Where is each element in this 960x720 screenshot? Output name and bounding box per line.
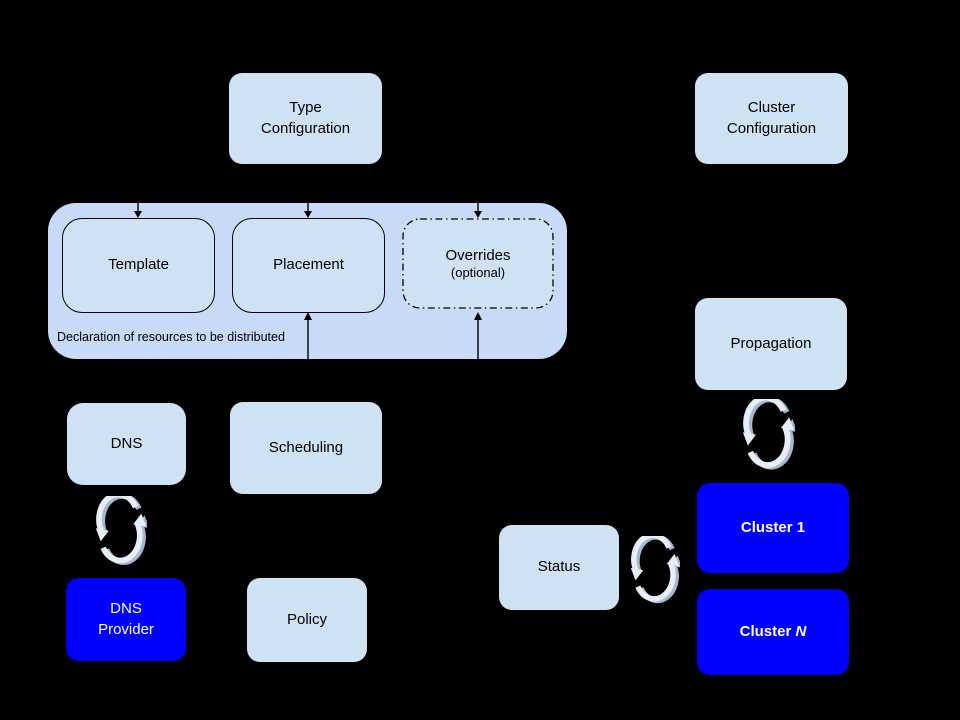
dash-dot-border xyxy=(402,218,554,309)
node-label: DNS xyxy=(110,599,142,617)
node-label: Status xyxy=(537,558,581,576)
down-arrow-icon xyxy=(134,203,142,218)
down-arrow-icon xyxy=(304,203,312,218)
node-label: Cluster xyxy=(747,98,796,116)
sync-icon xyxy=(95,496,147,565)
node-type-configuration: Type Configuration xyxy=(229,73,382,164)
node-label: Cluster 1 xyxy=(740,518,806,536)
down-arrow-icon xyxy=(474,203,482,218)
node-cluster-1: Cluster 1 xyxy=(697,483,849,573)
node-policy: Policy xyxy=(247,578,367,662)
node-dns-provider: DNS Provider xyxy=(66,578,186,661)
up-arrow-icon xyxy=(304,312,312,359)
node-label: Overrides xyxy=(445,246,511,264)
node-overrides: Overrides (optional) xyxy=(402,218,554,309)
node-label: Type xyxy=(289,98,322,116)
node-propagation: Propagation xyxy=(695,298,847,390)
node-label: Configuration xyxy=(260,119,351,137)
sync-icon xyxy=(742,399,795,470)
cluster-n-italic: N xyxy=(795,622,807,640)
node-label: DNS xyxy=(110,434,143,452)
node-label: Scheduling xyxy=(268,438,344,456)
node-scheduling: Scheduling xyxy=(230,402,382,494)
node-dns: DNS xyxy=(67,403,186,485)
node-placement: Placement xyxy=(232,218,385,313)
node-label: Placement xyxy=(273,256,344,274)
node-label: Propagation xyxy=(730,334,812,352)
node-label: Template xyxy=(108,256,169,274)
sync-icon xyxy=(630,536,680,604)
node-sublabel: (optional) xyxy=(450,265,506,281)
node-label: Policy xyxy=(286,610,327,628)
group-caption: Declaration of resources to be distribut… xyxy=(57,330,285,344)
node-cluster-configuration: Cluster Configuration xyxy=(695,73,848,164)
node-template: Template xyxy=(62,218,215,313)
node-label: Configuration xyxy=(726,119,817,137)
up-arrow-icon xyxy=(474,312,482,359)
node-label: Provider xyxy=(98,620,154,638)
node-status: Status xyxy=(499,525,619,610)
